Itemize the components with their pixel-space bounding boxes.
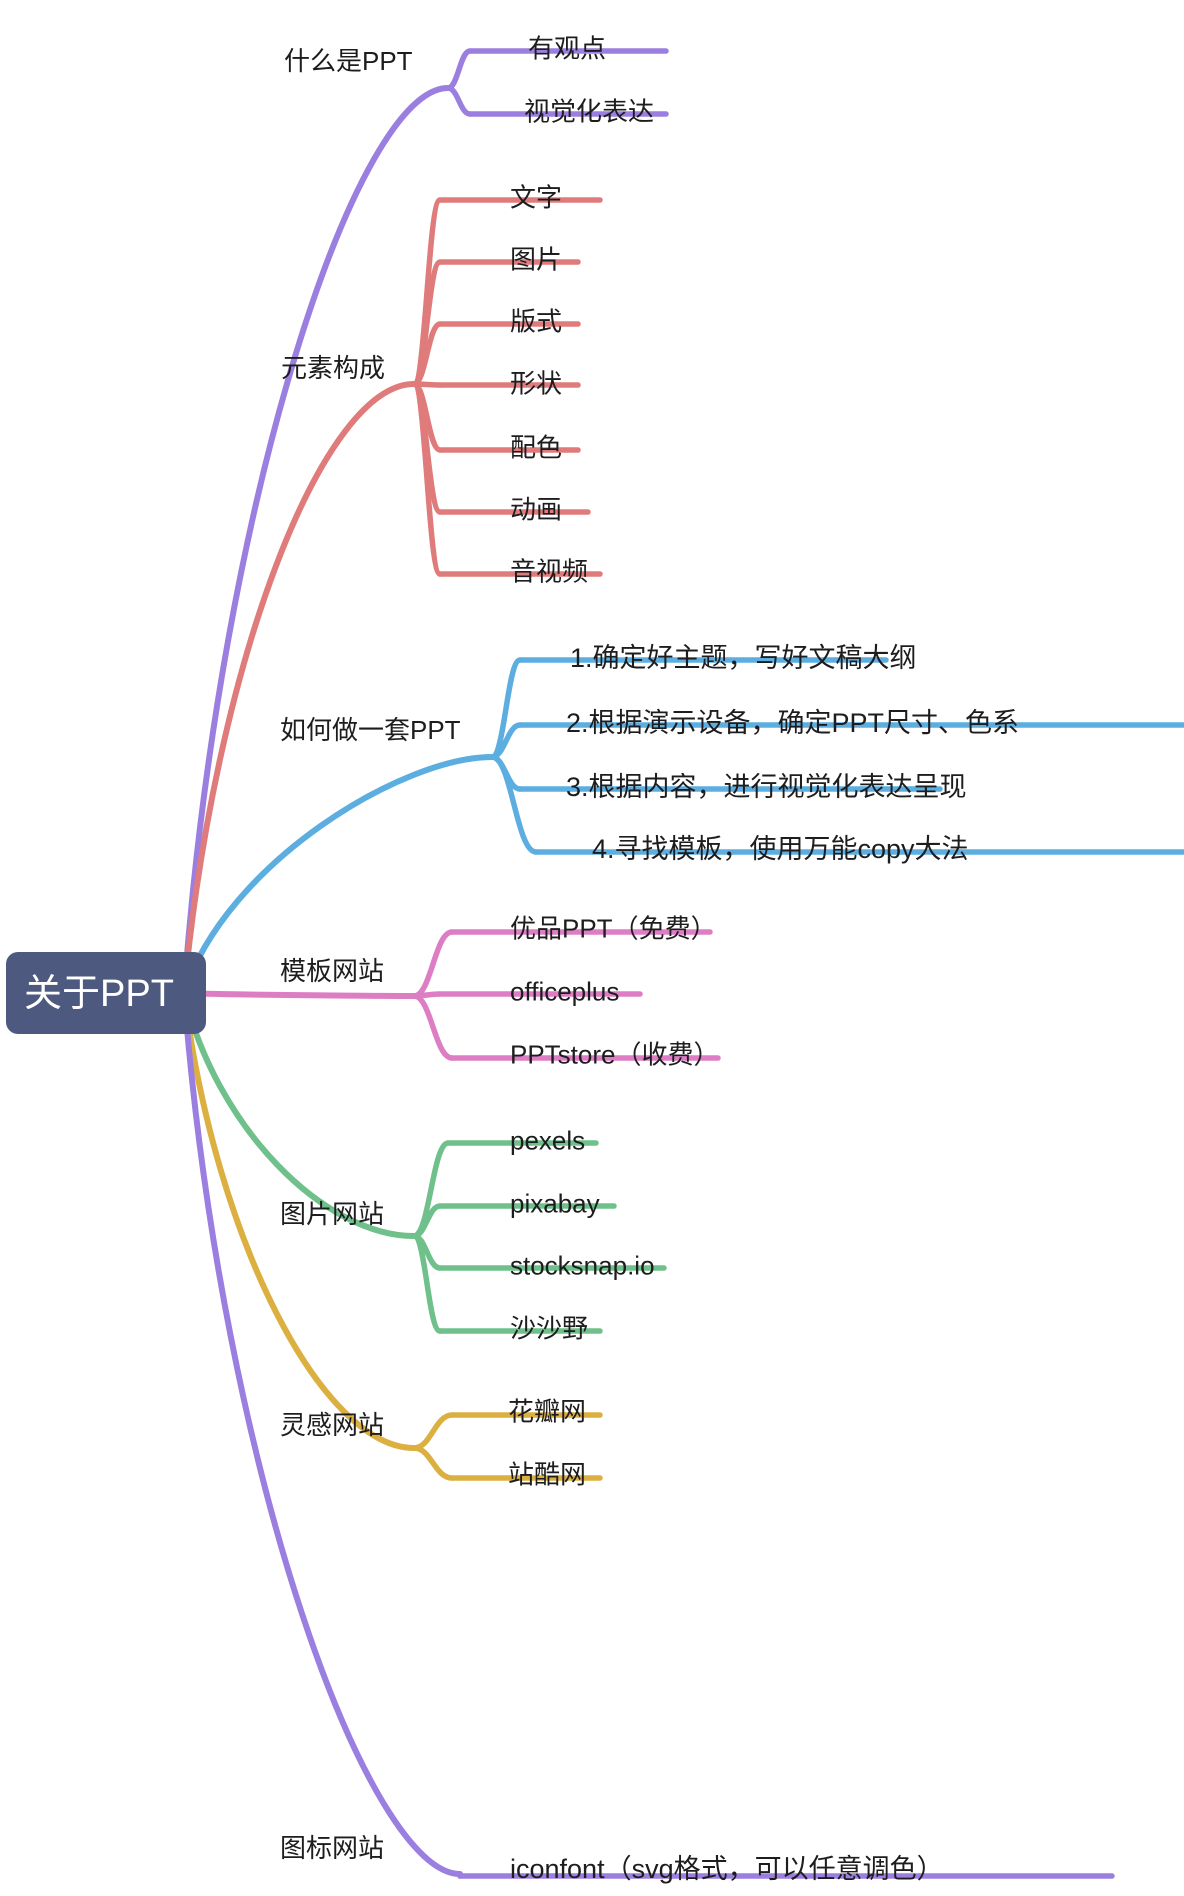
- node-label-image-sites-1[interactable]: pixabay: [510, 1188, 600, 1218]
- branch-label-template-sites[interactable]: 模板网站: [280, 956, 384, 986]
- node-label-how-to-make-ppt-3[interactable]: 4.寻找模板，使用万能copy大法: [592, 834, 969, 864]
- node-label-elements-4[interactable]: 配色: [510, 432, 562, 462]
- trunk-line-elements: [181, 381, 417, 996]
- root-node-box[interactable]: [6, 952, 206, 1034]
- root-node-label: 关于PPT: [24, 973, 174, 1015]
- branch-label-what-is-ppt[interactable]: 什么是PPT: [284, 46, 413, 76]
- node-label-elements-3[interactable]: 形状: [510, 368, 562, 398]
- branch-label-icon-sites[interactable]: 图标网站: [280, 1833, 384, 1863]
- branch-what-is-ppt[interactable]: [181, 48, 669, 996]
- node-label-inspiration-sites-0[interactable]: 花瓣网: [508, 1396, 586, 1426]
- fork-line-inspiration-sites-0: [411, 1412, 455, 1451]
- node-label-elements-1[interactable]: 图片: [510, 244, 562, 274]
- node-label-what-is-ppt-0[interactable]: 有观点: [528, 33, 606, 63]
- fork-line-what-is-ppt-1: [445, 85, 473, 117]
- trunk-line-image-sites: [181, 990, 417, 1239]
- trunk-line-icon-sites: [181, 990, 463, 1877]
- trunk-line-how-to-make-ppt: [181, 754, 495, 996]
- fork-line-how-to-make-ppt-1: [489, 722, 523, 760]
- node-label-how-to-make-ppt-0[interactable]: 1.确定好主题，写好文稿大纲: [570, 643, 917, 673]
- node-label-image-sites-0[interactable]: pexels: [510, 1125, 585, 1155]
- branch-elements[interactable]: [181, 197, 603, 996]
- branch-how-to-make-ppt[interactable]: [181, 657, 1184, 996]
- node-label-inspiration-sites-1[interactable]: 站酷网: [508, 1459, 586, 1489]
- trunk-line-template-sites: [181, 990, 417, 999]
- fork-line-template-sites-2: [411, 993, 455, 1061]
- fork-line-how-to-make-ppt-3: [489, 754, 539, 855]
- fork-line-inspiration-sites-1: [411, 1445, 455, 1481]
- branch-label-inspiration-sites[interactable]: 灵感网站: [280, 1410, 384, 1440]
- fork-line-image-sites-0: [411, 1140, 451, 1239]
- root-node-layer[interactable]: 关于PPT: [6, 952, 206, 1034]
- node-label-how-to-make-ppt-1[interactable]: 2.根据演示设备，确定PPT尺寸、色系: [566, 708, 1019, 738]
- branch-label-image-sites[interactable]: 图片网站: [280, 1199, 384, 1229]
- branch-icon-sites[interactable]: [181, 990, 1115, 1879]
- branch-label-elements[interactable]: 元素构成: [281, 353, 385, 383]
- fork-line-image-sites-3: [411, 1233, 443, 1334]
- fork-line-template-sites-0: [411, 929, 455, 999]
- branch-connector-layer: [181, 48, 1184, 1879]
- node-label-image-sites-2[interactable]: stocksnap.io: [510, 1250, 655, 1280]
- node-label-icon-sites-0[interactable]: iconfont（svg格式，可以任意调色）: [510, 1854, 944, 1884]
- node-label-elements-5[interactable]: 动画: [510, 494, 562, 524]
- node-label-elements-0[interactable]: 文字: [510, 182, 562, 212]
- branch-image-sites[interactable]: [181, 990, 667, 1334]
- node-label-image-sites-3[interactable]: 沙沙野: [510, 1313, 588, 1343]
- trunk-line-what-is-ppt: [181, 85, 451, 996]
- branch-inspiration-sites[interactable]: [181, 990, 603, 1481]
- node-label-template-sites-0[interactable]: 优品PPT（免费）: [510, 913, 717, 943]
- node-label-template-sites-2[interactable]: PPTstore（收费）: [510, 1039, 720, 1069]
- fork-line-what-is-ppt-0: [445, 48, 473, 91]
- node-label-what-is-ppt-1[interactable]: 视觉化表达: [524, 96, 654, 126]
- node-label-elements-2[interactable]: 版式: [510, 306, 562, 336]
- trunk-line-inspiration-sites: [181, 990, 417, 1451]
- branch-label-how-to-make-ppt[interactable]: 如何做一套PPT: [280, 715, 461, 745]
- node-label-template-sites-1[interactable]: officeplus: [510, 976, 619, 1006]
- node-label-how-to-make-ppt-2[interactable]: 3.根据内容，进行视觉化表达呈现: [566, 772, 967, 802]
- fork-line-elements-6: [411, 381, 443, 577]
- node-label-elements-6[interactable]: 音视频: [510, 556, 588, 586]
